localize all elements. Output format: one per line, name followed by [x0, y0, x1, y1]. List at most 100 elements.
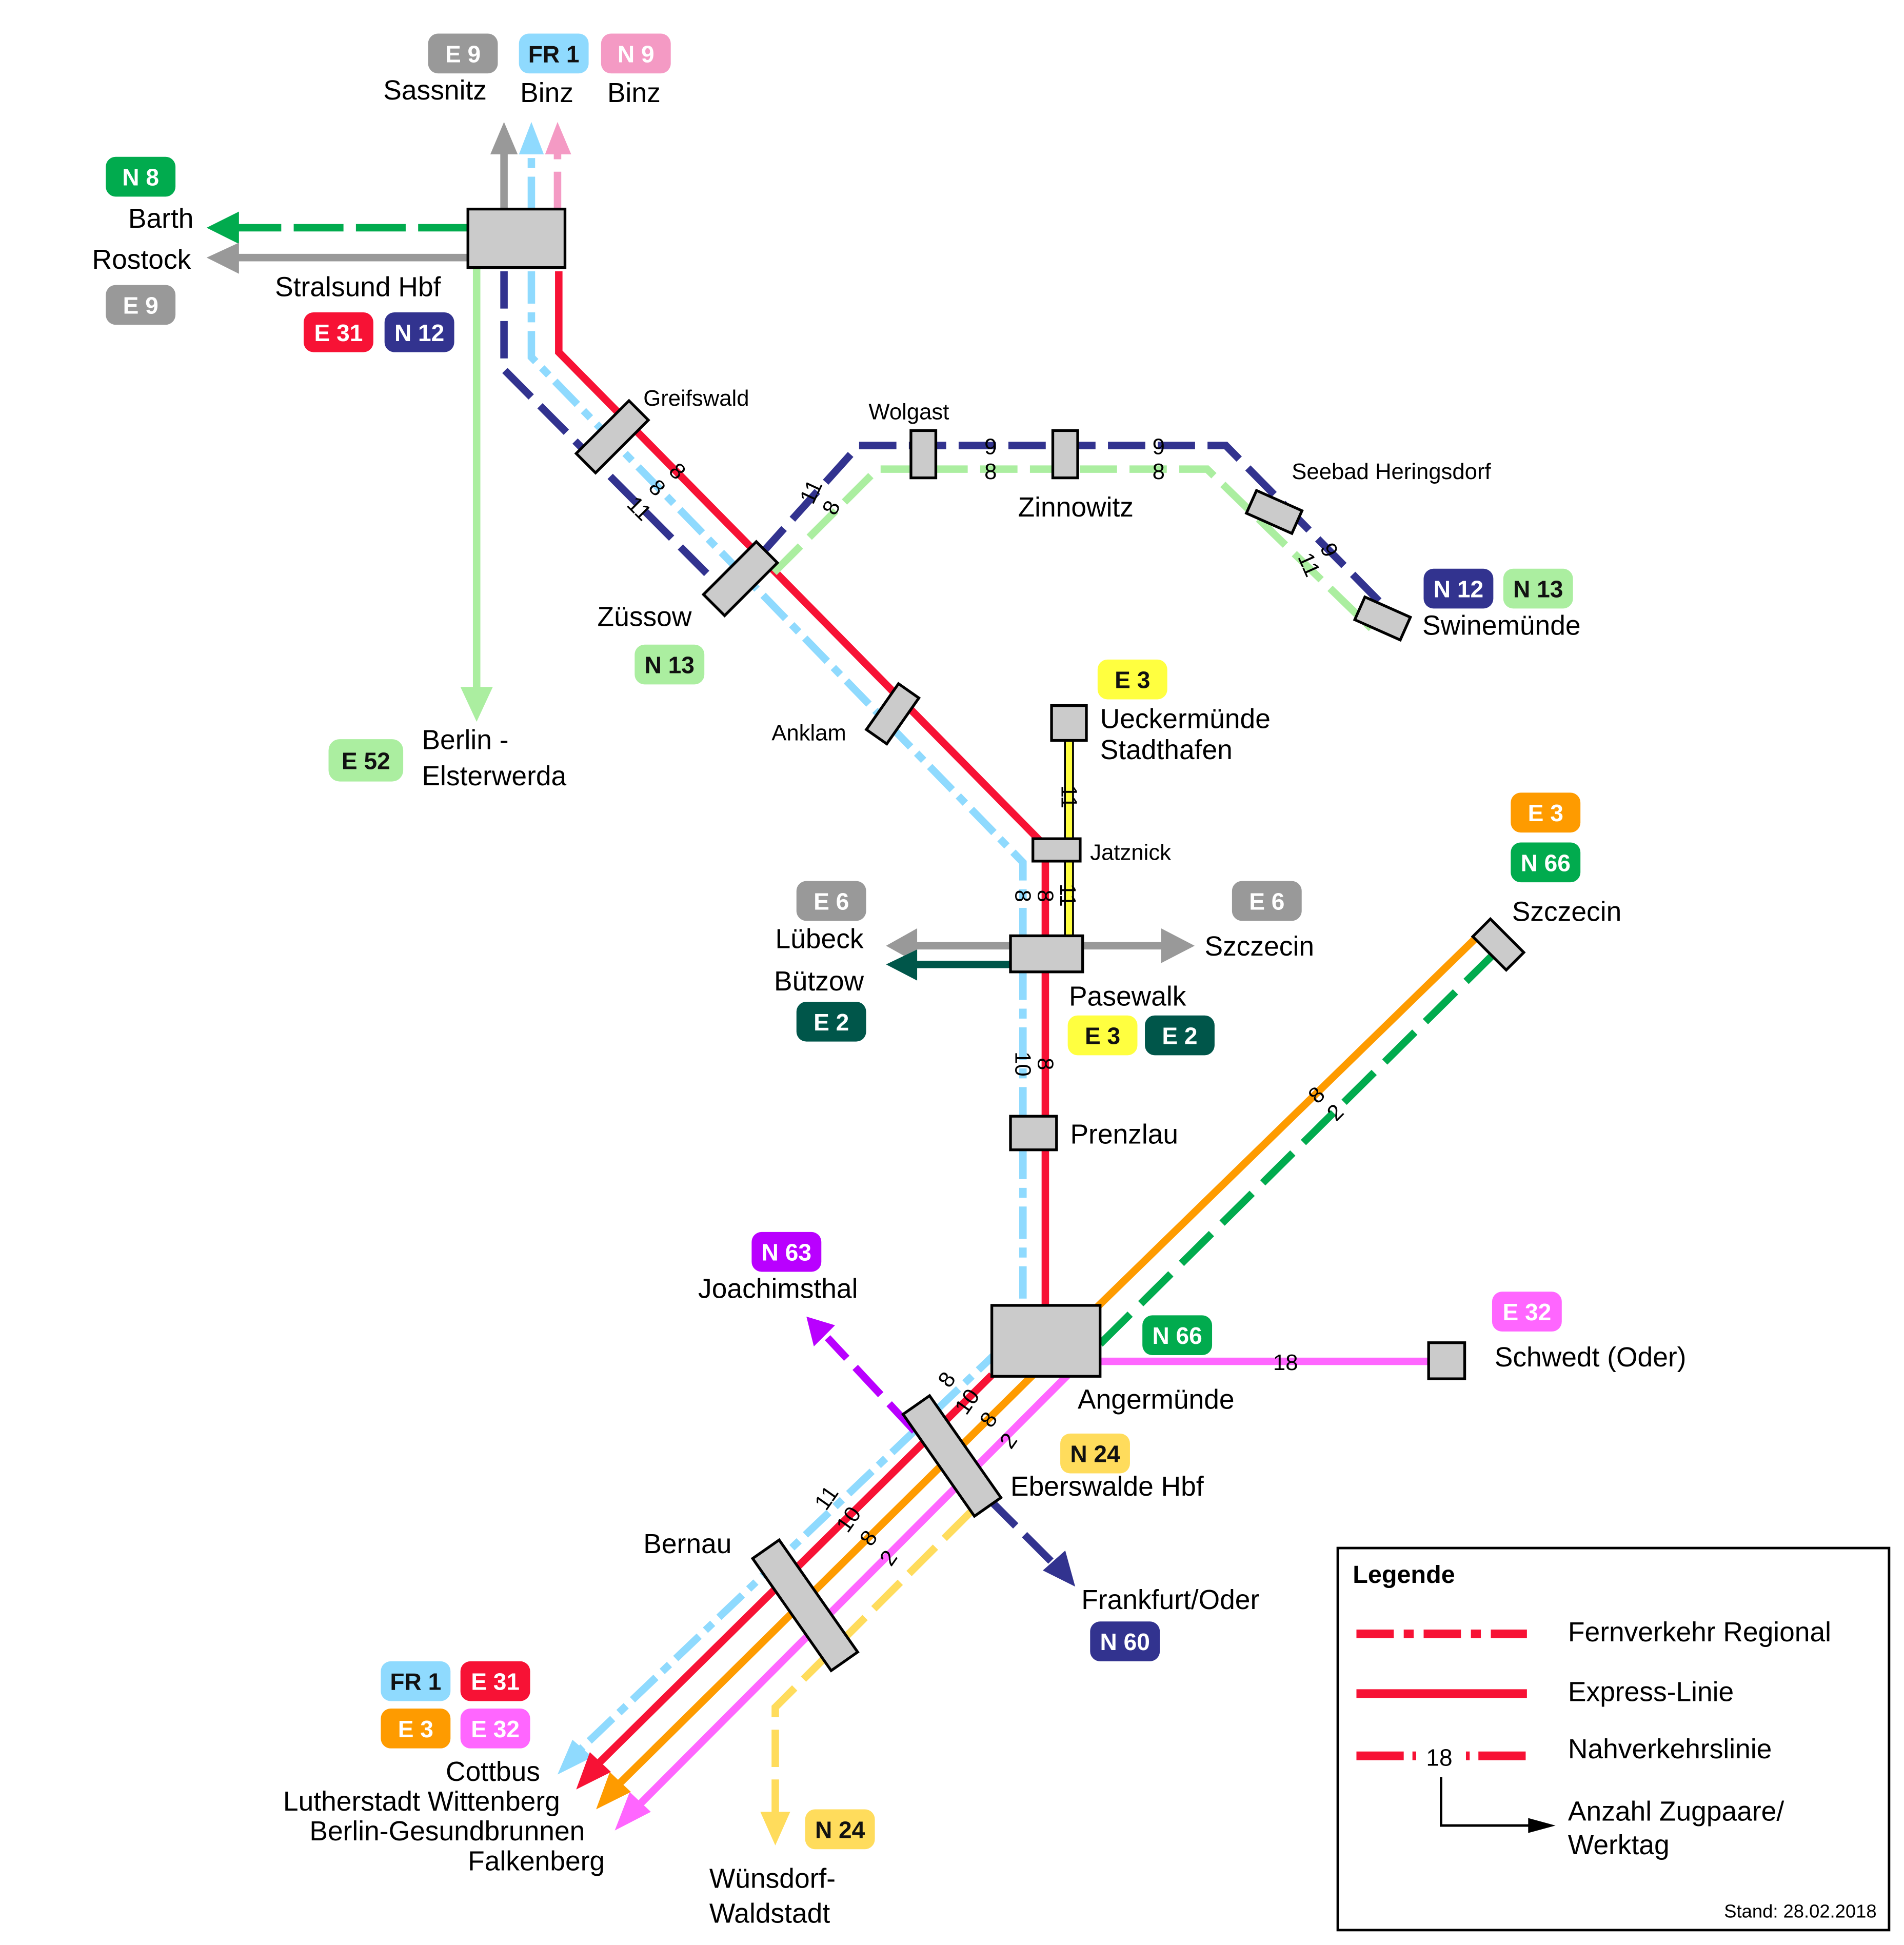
label-zinnowitz: Zinnowitz [1018, 492, 1134, 523]
line-e3-szczecin [1095, 924, 1490, 1309]
svg-text:FR 1: FR 1 [528, 41, 580, 67]
legend: Legende Fernverkehr Regional Express-Lin… [1336, 1546, 1891, 1932]
freq-schwedt-e32: 18 [1273, 1350, 1298, 1375]
label-jatznick: Jatznick [1090, 840, 1171, 865]
badge-e6-luebeck[interactable]: E 6 [796, 881, 866, 921]
station-prenzlau[interactable] [1009, 1115, 1058, 1152]
freq-bernau-fr1: 11 [809, 1481, 843, 1515]
badge-e32-south[interactable]: E 32 [460, 1709, 530, 1749]
badge-e9-rostock[interactable]: E 9 [106, 285, 176, 325]
station-angermuende[interactable] [990, 1304, 1102, 1378]
station-schwedt[interactable] [1427, 1341, 1466, 1380]
label-angermuende: Angermünde [1078, 1384, 1235, 1415]
station-zinnowitz[interactable] [1051, 429, 1079, 480]
badge-n66-szczecin[interactable]: N 66 [1511, 842, 1581, 883]
arrow-n8-barth [206, 211, 239, 244]
badge-e32-schwedt[interactable]: E 32 [1492, 1292, 1562, 1332]
label-buetzow: Bützow [774, 966, 864, 997]
arrow-n63-joachimsthal [806, 1316, 835, 1347]
svg-text:E 31: E 31 [471, 1669, 520, 1695]
svg-text:E 2: E 2 [1162, 1023, 1197, 1049]
station-heringsdorf[interactable] [1244, 488, 1304, 535]
label-szczecin: Szczecin [1512, 897, 1622, 927]
label-ueckermuende-1: Ueckermünde [1100, 704, 1271, 734]
station-zuessow[interactable] [701, 540, 780, 618]
label-gesundbrunnen: Berlin-Gesundbrunnen [309, 1816, 585, 1847]
legend-box [1336, 1546, 1891, 1932]
station-eberswalde[interactable] [901, 1394, 1003, 1518]
label-swinemuende: Swinemünde [1422, 610, 1580, 641]
badge-n63-joachimsthal[interactable]: N 63 [751, 1232, 822, 1272]
label-szczecin-e6: Szczecin [1204, 931, 1314, 962]
freq-wolgast-n12: 9 [984, 434, 997, 460]
label-pasewalk: Pasewalk [1069, 981, 1186, 1011]
badge-e52-berlin[interactable]: E 52 [328, 739, 404, 782]
station-szczecin[interactable] [1471, 917, 1526, 972]
station-pasewalk[interactable] [1009, 934, 1084, 974]
svg-text:N 12: N 12 [394, 320, 444, 346]
svg-text:N 66: N 66 [1521, 849, 1571, 876]
badge-n9-binz[interactable]: N 9 [601, 33, 671, 74]
line-n63-joachimsthal [825, 1335, 918, 1434]
line-fr1-stralsund-pasewalk [527, 271, 1027, 1307]
badge-e2-pasewalk[interactable]: E 2 [1145, 1015, 1215, 1056]
place-labels: Sassnitz Binz Binz Barth Rostock Stralsu… [92, 75, 1687, 1929]
arrow-fr1-cottbus [557, 1739, 592, 1775]
badge-n8-barth[interactable]: N 8 [106, 156, 176, 197]
arrow-n60-frankfurt [1043, 1550, 1076, 1587]
station-wolgast[interactable] [909, 429, 938, 480]
svg-text:E 32: E 32 [1502, 1299, 1551, 1325]
freq-pasewalk-e31: 8 [1033, 890, 1058, 902]
badge-fr1-binz[interactable]: FR 1 [519, 33, 589, 74]
svg-text:E 9: E 9 [123, 292, 158, 319]
badge-e3-ueckermuende[interactable]: E 3 [1097, 659, 1167, 700]
badge-n12-stralsund[interactable]: N 12 [384, 312, 454, 352]
badge-n66-angermuende[interactable]: N 66 [1142, 1315, 1213, 1356]
station-swinemuende[interactable] [1353, 595, 1413, 642]
line-n13-usedom [771, 465, 1374, 631]
label-greifswald: Greifswald [643, 386, 749, 411]
station-jatznick[interactable] [1032, 837, 1082, 863]
badge-n12-swinemuende[interactable]: N 12 [1423, 568, 1494, 609]
freq-ueckermuende-e3: 11 [1056, 785, 1081, 808]
badge-e3-pasewalk[interactable]: E 3 [1067, 1015, 1138, 1056]
label-joachimsthal: Joachimsthal [698, 1274, 858, 1304]
station-bernau[interactable] [750, 1538, 860, 1673]
station-ueckermuende[interactable] [1050, 704, 1088, 742]
line-badges: E 9 FR 1 N 9 N 8 E 9 E 31 N 12 N 13 E 52… [106, 33, 1581, 1850]
arrow-e52-berlin [460, 687, 493, 722]
badge-e3-south[interactable]: E 3 [381, 1709, 451, 1749]
line-n60-frankfurt [986, 1497, 1058, 1569]
badge-n24-eberswalde[interactable]: N 24 [1060, 1433, 1130, 1474]
legend-label-express: Express-Linie [1568, 1677, 1734, 1707]
label-berlin-1: Berlin - [422, 725, 508, 756]
label-zuessow: Züssow [598, 602, 692, 632]
station-stralsund[interactable] [466, 207, 567, 269]
station-anklam[interactable] [864, 682, 921, 746]
svg-text:E 3: E 3 [398, 1716, 433, 1742]
badge-n13-zuessow[interactable]: N 13 [634, 644, 705, 685]
freq-wolgast-n13: 8 [984, 459, 997, 484]
badge-e31-south[interactable]: E 31 [460, 1661, 530, 1701]
badge-e6-szczecin[interactable]: E 6 [1232, 881, 1302, 921]
label-binz-fr: Binz [520, 78, 573, 108]
legend-title: Legende [1353, 1561, 1455, 1589]
label-wuensdorf-2: Waldstadt [709, 1898, 830, 1929]
badge-e3-szczecin[interactable]: E 3 [1511, 792, 1581, 833]
badge-n24-wuensdorf[interactable]: N 24 [805, 1809, 875, 1850]
label-frankfurt: Frankfurt/Oder [1081, 1585, 1259, 1615]
badge-e9-sassnitz[interactable]: E 9 [428, 33, 498, 74]
station-greifswald[interactable] [574, 399, 650, 475]
label-schwedt: Schwedt (Oder) [1495, 1342, 1687, 1373]
badge-fr1-south[interactable]: FR 1 [381, 1661, 451, 1701]
badge-n13-swinemuende[interactable]: N 13 [1503, 568, 1573, 609]
label-bernau: Bernau [643, 1529, 731, 1559]
badge-e31-stralsund[interactable]: E 31 [304, 312, 373, 352]
svg-text:N 66: N 66 [1152, 1322, 1202, 1349]
line-fr1-south [572, 1345, 1005, 1758]
arrow-e31-wittenberg [576, 1752, 611, 1790]
badge-n60-frankfurt[interactable]: N 60 [1090, 1621, 1160, 1661]
badge-e2-buetzow[interactable]: E 2 [796, 1002, 866, 1042]
line-e3-south [613, 1372, 1036, 1790]
